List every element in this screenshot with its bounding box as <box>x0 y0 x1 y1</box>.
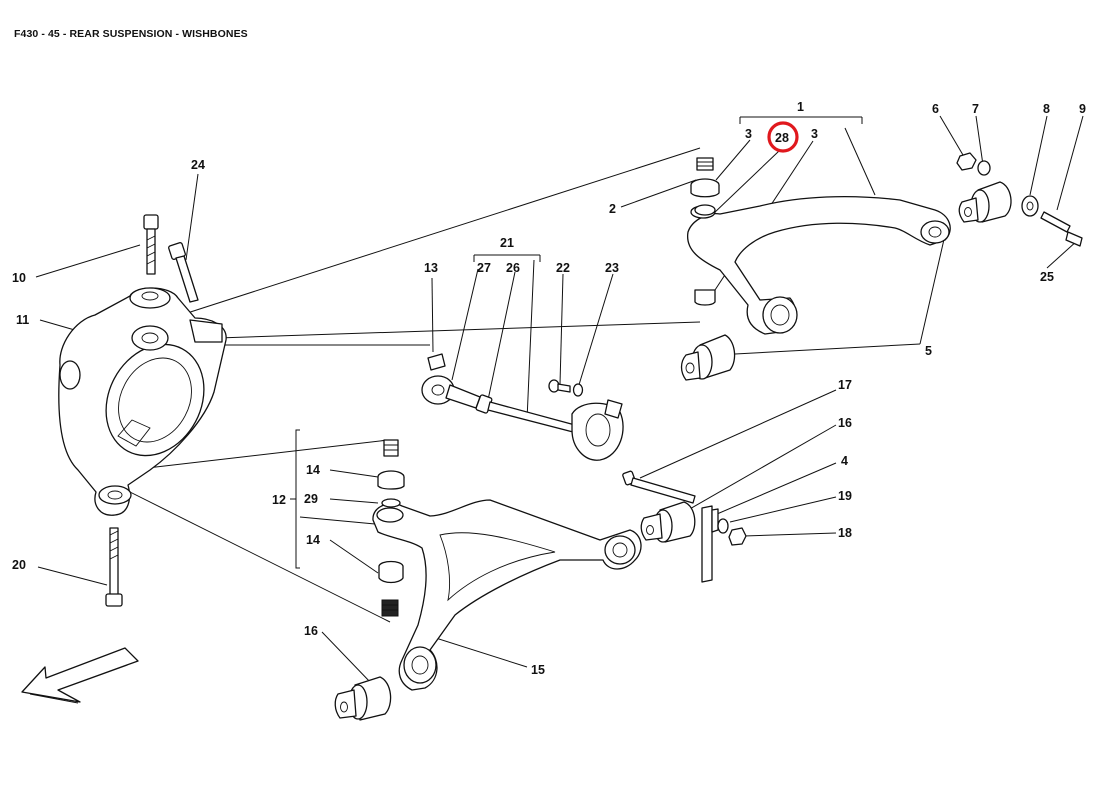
callout-21: 21 <box>500 236 514 250</box>
nut-6 <box>956 152 977 171</box>
callout-19: 19 <box>838 489 852 503</box>
washer-19 <box>717 518 729 534</box>
bolt-20 <box>105 527 123 607</box>
ball-joint-parts-upper <box>690 157 720 306</box>
page-title: F430 - 45 - REAR SUSPENSION - WISHBONES <box>14 28 248 40</box>
callout-26: 26 <box>506 261 520 275</box>
arrow-front-direction-icon <box>21 647 139 704</box>
callout-8: 8 <box>1043 102 1050 116</box>
callout-14: 14 <box>306 533 320 547</box>
callout-9: 9 <box>1079 102 1086 116</box>
bushing-upper-rear <box>958 181 1012 223</box>
callout-16: 16 <box>838 416 852 430</box>
callout-27: 27 <box>477 261 491 275</box>
bushing-upper-front <box>680 334 736 381</box>
callout-7: 7 <box>972 102 979 116</box>
callout-16: 16 <box>304 624 318 638</box>
washer-7 <box>977 160 991 176</box>
callout-labels: 1 2 3 28 3 4 5 6 7 8 9 10 11 12 13 14 14… <box>12 100 1086 677</box>
callout-10: 10 <box>12 271 26 285</box>
callout-24: 24 <box>191 158 205 172</box>
callout-25: 25 <box>1040 270 1054 284</box>
callout-15: 15 <box>531 663 545 677</box>
callout-13: 13 <box>424 261 438 275</box>
callout-11: 11 <box>16 313 29 327</box>
bolt-10 <box>143 214 159 275</box>
bushing-lower-rear <box>640 501 696 543</box>
callout-1: 1 <box>797 100 804 114</box>
washer-8 <box>1021 195 1039 217</box>
callout-3: 3 <box>745 127 752 141</box>
highlight-circle <box>767 121 799 153</box>
ball-joint-parts-lower <box>377 439 405 617</box>
bolt-22 <box>548 379 571 393</box>
callout-17: 17 <box>838 378 852 392</box>
nut-18 <box>728 527 747 546</box>
bolt-17 <box>622 470 696 504</box>
upper-wishbone <box>687 196 951 335</box>
callout-6: 6 <box>932 102 939 116</box>
callout-28: 28 <box>775 131 789 145</box>
bushing-lower-front <box>334 676 392 721</box>
callout-14: 14 <box>306 463 320 477</box>
hub-carrier <box>58 287 227 516</box>
callout-4: 4 <box>841 454 848 468</box>
callout-29: 29 <box>304 492 318 506</box>
bolt-9 <box>1040 211 1071 233</box>
lower-wishbone <box>372 499 642 691</box>
callout-23: 23 <box>605 261 619 275</box>
plate-4 <box>701 505 719 583</box>
washer-23 <box>572 383 584 397</box>
callout-18: 18 <box>838 526 852 540</box>
leader-lines <box>35 115 1084 685</box>
callout-20: 20 <box>12 558 26 572</box>
toe-link <box>421 353 624 461</box>
callout-2: 2 <box>609 202 616 216</box>
bolt-24 <box>168 242 199 303</box>
callout-12: 12 <box>272 493 286 507</box>
callout-5: 5 <box>925 344 932 358</box>
callout-3: 3 <box>811 127 818 141</box>
callout-22: 22 <box>556 261 570 275</box>
spacer-25 <box>1065 231 1083 247</box>
